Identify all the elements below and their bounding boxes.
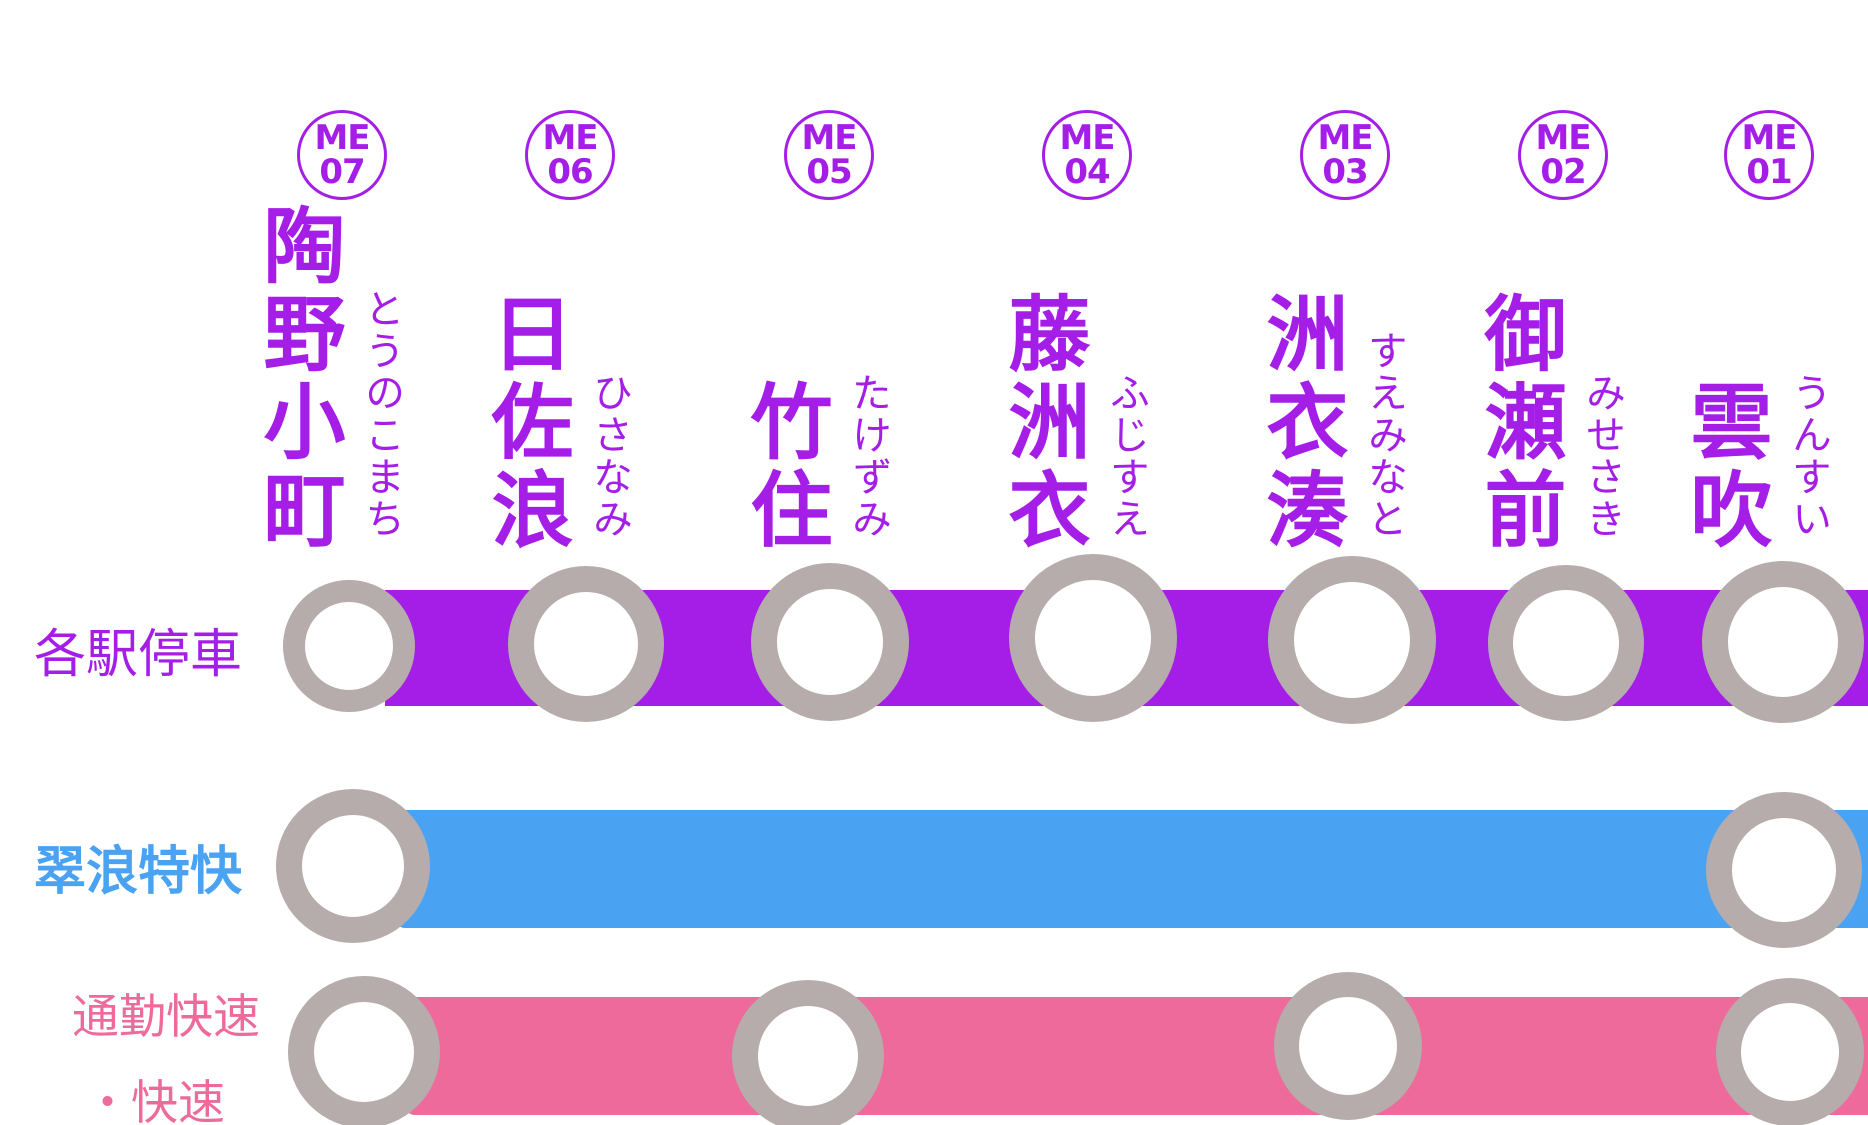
- service-label-local: 各駅停車: [34, 625, 243, 685]
- station-name: 雲吹: [1676, 379, 1771, 555]
- stop-marker: [508, 566, 664, 722]
- station-code-line: ME: [314, 118, 370, 158]
- station-name: 御瀬前: [1470, 291, 1565, 555]
- station-code-number: 06: [547, 152, 593, 192]
- station-code-badge: ME 04: [1042, 110, 1132, 200]
- station-code-badge: ME 01: [1724, 110, 1814, 200]
- station-code-line: ME: [542, 118, 598, 158]
- stop-marker: [1274, 972, 1422, 1120]
- station-code-badge: ME 02: [1518, 110, 1608, 200]
- service-bar-rapid: [405, 997, 1868, 1115]
- station-code-badge: ME 03: [1300, 110, 1390, 200]
- station-reading: たけずみ: [845, 372, 891, 540]
- station-code-number: 07: [319, 152, 365, 192]
- station-code-badge: ME 05: [784, 110, 874, 200]
- station-code-line: ME: [801, 118, 857, 158]
- stop-marker: [751, 563, 909, 721]
- stop-marker: [1702, 561, 1864, 723]
- service-label-rapid: 通勤快速: [72, 990, 260, 1045]
- service-bar-limited-express: [395, 810, 1868, 928]
- service-label-limited-express: 翠浪特快: [34, 842, 243, 902]
- stop-marker: [732, 980, 884, 1125]
- stop-marker: [283, 580, 415, 712]
- stop-marker: [288, 976, 440, 1125]
- stop-marker: [1009, 554, 1177, 722]
- station-code-line: ME: [1059, 118, 1115, 158]
- station-reading: とうのこまち: [358, 288, 404, 540]
- station-code-number: 01: [1746, 152, 1792, 192]
- station-name: 洲衣湊: [1252, 291, 1347, 555]
- station-code-number: 05: [806, 152, 852, 192]
- stop-marker: [1706, 792, 1862, 948]
- service-label-rapid-sub: ・快速: [84, 1076, 225, 1125]
- station-reading: うんすい: [1785, 372, 1831, 540]
- station-code-badge: ME 07: [297, 110, 387, 200]
- station-code-line: ME: [1317, 118, 1373, 158]
- stop-marker: [1268, 556, 1436, 724]
- station-name: 陶野小町: [249, 203, 344, 555]
- station-name: 日佐浪: [477, 291, 572, 555]
- station-code-number: 03: [1322, 152, 1368, 192]
- station-code-number: 02: [1540, 152, 1586, 192]
- station-code-number: 04: [1064, 152, 1110, 192]
- station-code-line: ME: [1535, 118, 1591, 158]
- station-code-line: ME: [1741, 118, 1797, 158]
- station-reading: みせさき: [1579, 372, 1625, 540]
- station-reading: ふじすえ: [1103, 372, 1149, 540]
- station-name: 竹住: [736, 379, 831, 555]
- stop-marker: [276, 789, 430, 943]
- station-code-badge: ME 06: [525, 110, 615, 200]
- station-name: 藤洲衣: [994, 291, 1089, 555]
- stop-marker: [1488, 565, 1644, 721]
- station-reading: すえみなと: [1361, 330, 1407, 540]
- station-reading: ひさなみ: [586, 372, 632, 540]
- stop-marker: [1716, 978, 1864, 1125]
